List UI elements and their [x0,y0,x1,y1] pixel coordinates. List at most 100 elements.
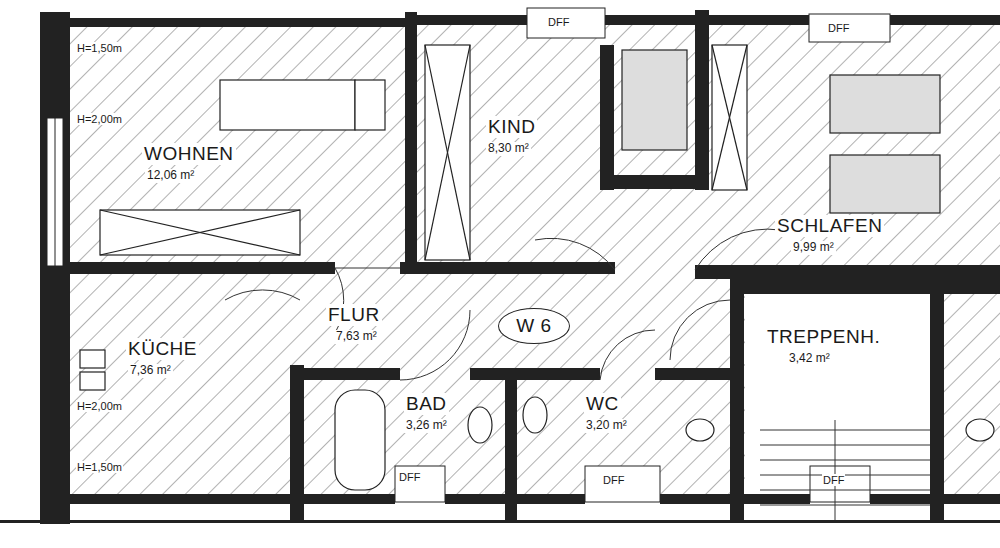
room-area: 7,36 m² [128,364,173,378]
room-area: 12,06 m² [145,169,196,183]
room-label: BAD 3,26 m² [404,393,449,433]
room-label: WOHNEN 12,06 m² [142,143,236,183]
plan-line [760,505,930,506]
room-label: TREPPENH.3,42 m² [765,326,882,366]
room-area: 9,99 m² [791,241,836,255]
plan-ellipse [523,397,547,433]
text-row: SCHLAFEN [775,215,884,237]
plan-rect [695,265,1000,279]
stairs [760,420,930,520]
plan-rect [100,210,300,255]
plan-rect [600,45,614,190]
height-note: H=1,50m [76,42,123,54]
plan-rect [80,350,105,368]
plan-rect [622,50,687,150]
plan-path [400,310,470,380]
plan-rect [80,372,105,390]
text-row: 3,20 m² [584,415,629,433]
plan-rect [470,368,600,380]
plan-rect [417,15,527,25]
height-note: H=1,50m [76,461,123,473]
plan-rect [400,262,615,274]
text-row: 9,99 m² [775,237,884,255]
plan-line [55,118,56,266]
plan-rect [290,368,400,380]
plan-rect [355,80,385,130]
room-label: SCHLAFEN 9,99 m² [775,215,884,255]
plan-rect [70,18,410,27]
skylight-label: DFF [547,16,570,28]
floor-hatching [70,25,1000,495]
plan-rect [809,14,890,42]
room-name: WC [584,393,621,415]
text-row: TREPPENH. [765,326,882,348]
plan-path [535,238,615,270]
windows [47,8,890,502]
plan-rect [870,494,1000,504]
room-name: KIND [486,116,537,138]
plan-rect [0,520,1000,523]
plan-line [712,45,747,190]
room-name: WOHNEN [142,143,236,165]
plan-line [100,210,300,255]
plan-rect [830,75,940,133]
apartment-tag: W 6 [498,308,570,344]
text-row: 3,26 m² [404,415,449,433]
plan-rect [335,390,385,490]
room-name: KÜCHE [126,338,199,360]
plan-line [712,45,747,190]
plan-rect [745,294,930,494]
plan-rect [47,118,63,266]
plan-rect [585,466,660,502]
plan-rect [730,279,1000,294]
plan-line [425,45,470,260]
plan-rect [730,279,744,520]
room-area: 3,26 m² [404,419,449,433]
text-row: KIND [486,116,537,138]
plan-rect [660,494,810,504]
text-row: 3,42 m² [765,348,882,366]
skylight-label: DFF [398,471,421,483]
walls [0,10,1000,524]
plan-path [225,290,300,300]
plan-rect [712,45,747,190]
plan-line [835,420,836,520]
text-row: W 6 [514,315,553,337]
room-area: 3,20 m² [584,419,629,433]
text-row: 12,06 m² [142,165,236,183]
room-label: KÜCHE 7,36 m² [126,338,199,378]
plan-line [760,430,930,431]
text-row: 8,30 m² [486,138,537,156]
plan-line [760,460,930,461]
furniture [80,45,994,490]
plan-rect [70,262,335,274]
plan-line [335,268,400,269]
skylight-label: DFF [827,22,850,34]
plan-rect [830,155,940,213]
room-area: 8,30 m² [486,142,531,156]
room-name: SCHLAFEN [775,215,884,237]
plan-rect [527,8,605,38]
text-row: KÜCHE [126,338,199,360]
plan-rect [445,494,585,504]
plan-rect [70,494,395,504]
plan-rect [930,279,944,520]
plan-rect [600,175,695,189]
plan-rect [395,466,445,502]
plan-line [425,45,470,260]
plan-rect [425,45,470,260]
plan-rect [70,25,1000,495]
plan-line [100,210,300,255]
plan-line [760,490,930,491]
plan-rect [709,15,809,25]
room-area: 7,63 m² [334,330,379,344]
room-label: KIND 8,30 m² [486,116,537,156]
room-name: BAD [404,393,449,415]
height-note: H=2,00m [76,113,123,125]
room-name: W 6 [514,315,553,337]
plan-path [670,300,730,360]
plan-rect [605,15,700,25]
plan-rect [405,12,417,270]
plan-rect [695,10,709,190]
